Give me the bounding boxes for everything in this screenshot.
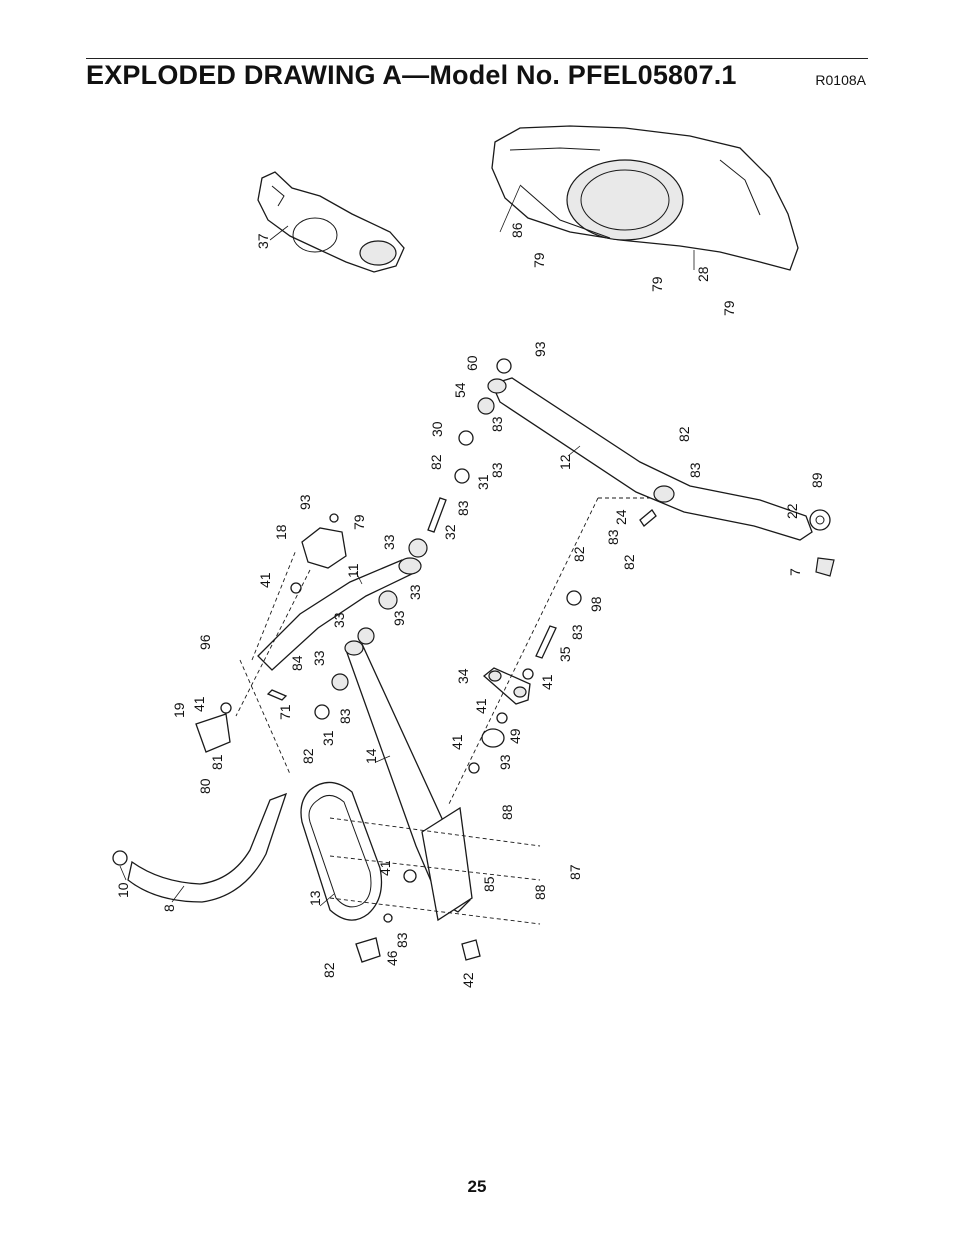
part-label: 32 [442,524,458,540]
part-label: 85 [481,876,497,892]
part-label: 89 [809,472,825,488]
part-label: 83 [489,462,505,478]
part-label: 14 [363,748,379,764]
part-label: 30 [429,421,445,437]
part-label: 37 [255,233,271,249]
hardware-bearings [220,358,582,923]
part-label: 42 [460,972,476,988]
part-label: 84 [289,655,305,671]
part-label: 79 [531,252,547,268]
part-label: 82 [571,546,587,562]
part-label: 31 [320,730,336,746]
part-label: 11 [345,563,361,578]
part-label: 33 [407,584,423,600]
part-label: 71 [277,704,293,720]
part-label: 31 [475,474,491,490]
part-label: 12 [557,454,573,470]
part-label: 41 [257,572,273,588]
part-label: 79 [351,514,367,530]
assembly-lines [235,497,654,925]
part-label: 98 [588,596,604,612]
part-label: 83 [687,462,703,478]
part-label: 35 [557,646,573,662]
part-label: 83 [569,624,585,640]
part-label: 82 [621,554,637,570]
part-label: 93 [297,494,313,510]
part-label: 22 [784,503,800,519]
part-label: 33 [381,534,397,550]
part-label: 41 [191,696,207,712]
part-label: 83 [455,500,471,516]
part-label: 19 [171,702,187,718]
part-label: 33 [311,650,327,666]
part-label: 93 [497,754,513,770]
part-label: 83 [605,529,621,545]
part-34-link [481,667,531,748]
page-title: EXPLODED DRAWING A—Model No. PFEL05807.1 [86,60,737,90]
part-labels: 3786797928799360548330828331833212828389… [115,222,825,988]
part-label: 7 [787,568,803,576]
shaft-parts [266,497,657,701]
part-label: 86 [509,222,525,238]
part-label: 80 [197,778,213,794]
part-label: 13 [307,890,323,906]
part-label: 81 [209,754,225,770]
part-label: 88 [499,804,515,820]
part-label: 41 [539,674,555,690]
part-label: 88 [532,884,548,900]
part-label: 54 [452,382,468,398]
part-label: 34 [455,668,471,684]
leader-lines [119,185,695,907]
part-label: 8 [161,904,177,912]
part-37-console-shroud [257,171,405,273]
part-label: 82 [321,962,337,978]
part-label: 79 [649,276,665,292]
part-label: 93 [391,610,407,626]
part-label: 49 [507,728,523,744]
part-label: 41 [377,860,393,876]
part-12-crank-arm [487,377,835,577]
part-label: 82 [428,454,444,470]
header-rule [86,58,868,59]
part-label: 41 [473,698,489,714]
small-housings [195,713,481,963]
part-label: 10 [115,882,131,898]
part-label: 87 [567,864,583,880]
part-8-handlebar [112,792,288,903]
part-label: 82 [676,426,692,442]
part-11-upper-arm [257,527,422,671]
part-label: 41 [449,734,465,750]
drawing-code: R0108A [815,72,866,88]
page-number: 25 [467,1177,487,1196]
part-label: 18 [273,524,289,540]
part-28-shroud [491,125,799,271]
part-label: 60 [464,355,480,371]
part-label: 83 [394,932,410,948]
part-label: 79 [721,300,737,316]
part-label: 28 [695,266,711,282]
part-label: 83 [337,708,353,724]
part-label: 24 [613,509,629,525]
part-label: 96 [197,634,213,650]
part-14-upright [344,640,473,922]
part-label: 82 [300,748,316,764]
part-label: 33 [331,612,347,628]
part-label: 46 [384,950,400,966]
part-13-pedal-loop [300,781,383,921]
part-label: 83 [489,416,505,432]
part-label: 93 [532,341,548,357]
